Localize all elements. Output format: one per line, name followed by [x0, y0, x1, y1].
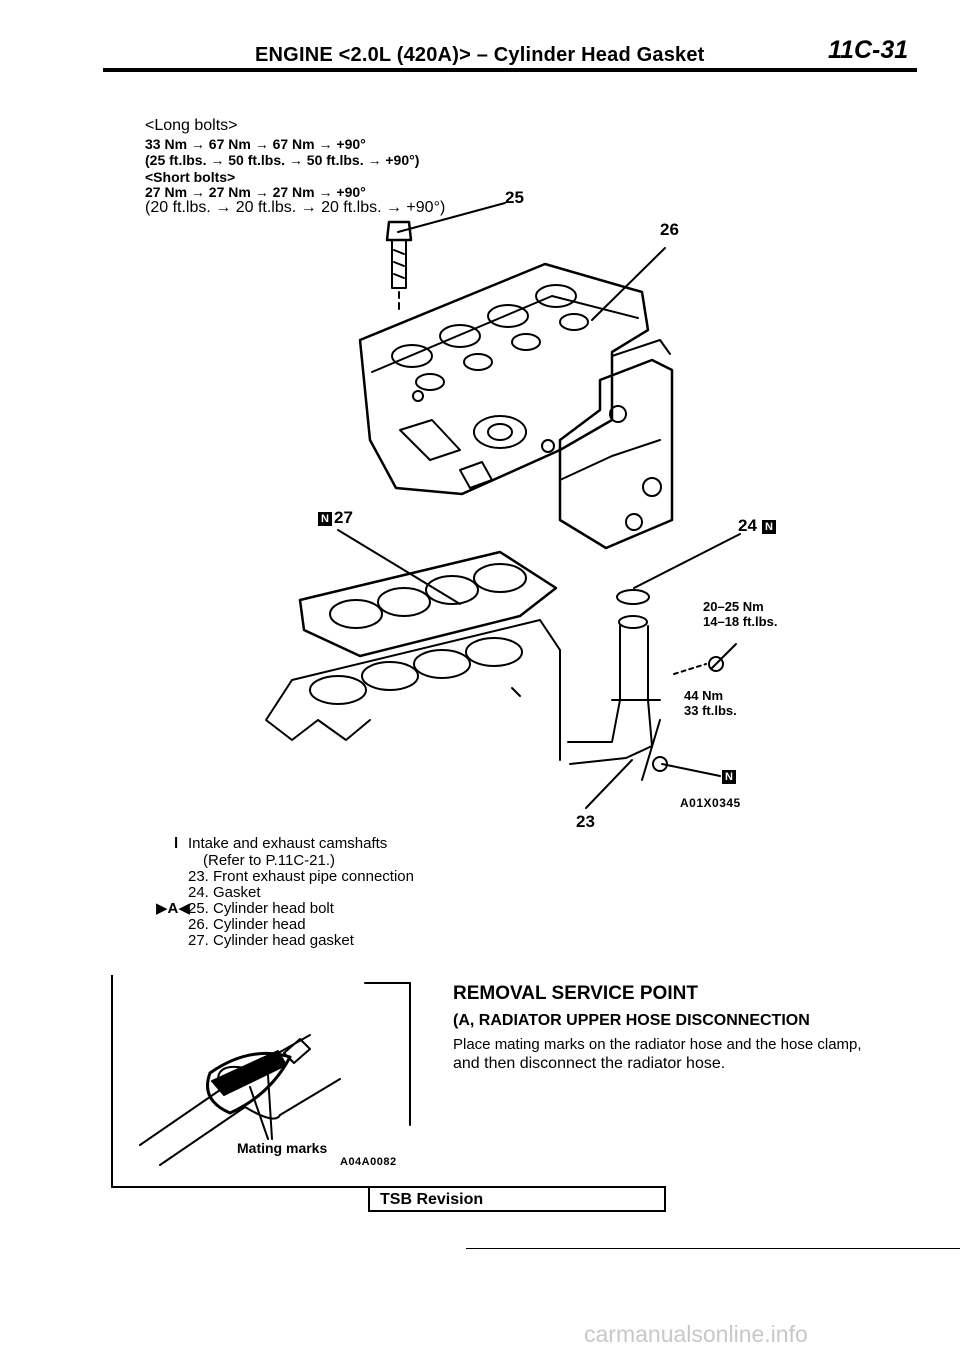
- short-bolts-ftlbs: (20 ft.lbs. → 20 ft.lbs. → 20 ft.lbs. → …: [145, 199, 446, 216]
- leader-23: [585, 759, 633, 809]
- head-bolt-shape: [385, 220, 413, 311]
- legend-item-25: 25. Cylinder head bolt: [188, 900, 334, 917]
- watermark: carmanualsonline.info: [584, 1321, 808, 1347]
- short-bolts-label: <Short bolts>: [145, 169, 236, 185]
- head-gasket-shape: [298, 550, 558, 658]
- new-part-badge-nut: N: [722, 770, 736, 784]
- bolt-torque-ftlbs: 33 ft.lbs.: [684, 703, 737, 718]
- service-point-subheading: (A, RADIATOR UPPER HOSE DISCONNECTION: [453, 1012, 810, 1029]
- legend-item-26: 26. Cylinder head: [188, 916, 306, 933]
- leader-26: [591, 247, 666, 321]
- service-point-text-line2: and then disconnect the radiator hose.: [453, 1055, 726, 1072]
- legend-item-camshafts: Intake and exhaust camshafts: [188, 835, 388, 852]
- legend-marker-a: ▶A◀: [156, 900, 190, 917]
- leader-25: [397, 202, 506, 233]
- long-bolts-ftlbs: (25 ft.lbs. → 50 ft.lbs. → 50 ft.lbs. → …: [145, 152, 420, 168]
- callout-24: 24: [738, 516, 757, 535]
- figure-code-detail: A04A0082: [340, 1156, 397, 1168]
- new-part-badge-27: N: [318, 512, 332, 526]
- tsb-revision-label: TSB Revision: [380, 1191, 484, 1208]
- cylinder-head-exploded-diagram: [265, 202, 741, 809]
- page-number: 11C-31: [828, 36, 909, 64]
- bolt-torque-nm: 44 Nm: [684, 688, 724, 703]
- pipe-torque-ftlbs: 14–18 ft.lbs.: [703, 614, 778, 629]
- figure-code-main: A01X0345: [680, 796, 741, 810]
- service-point-heading: REMOVAL SERVICE POINT: [453, 983, 698, 1004]
- header-rule: [103, 68, 917, 72]
- callout-25: 25: [505, 188, 524, 207]
- leader-24: [633, 533, 741, 589]
- page-title: ENGINE <2.0L (420A)> – Cylinder Head Gas…: [255, 44, 705, 66]
- callout-26: 26: [660, 220, 679, 239]
- callout-27: 27: [334, 508, 353, 527]
- mating-marks-label: Mating marks: [237, 1140, 328, 1156]
- legend-item-23: 23. Front exhaust pipe connection: [188, 868, 414, 885]
- intake-manifold-shape: [541, 339, 674, 550]
- legend-item-27: 27. Cylinder head gasket: [188, 932, 354, 949]
- callout-23: 23: [576, 812, 595, 831]
- long-bolts-nm: 33 Nm → 67 Nm → 67 Nm → +90°: [145, 136, 366, 152]
- new-part-badge-24: N: [762, 520, 776, 534]
- footer-rule: [466, 1248, 960, 1249]
- engine-block-shape: [265, 619, 561, 761]
- hose-mating-marks-diagram: [111, 975, 411, 1188]
- service-point-text-line1: Place mating marks on the radiator hose …: [453, 1036, 862, 1053]
- legend-item-camshafts-ref: (Refer to P.11C-21.): [203, 852, 336, 869]
- long-bolts-label: <Long bolts>: [145, 117, 238, 134]
- short-bolts-nm: 27 Nm → 27 Nm → 27 Nm → +90°: [145, 184, 366, 200]
- pipe-torque-nm: 20–25 Nm: [703, 599, 764, 614]
- tsb-revision-box: TSB Revision: [368, 1186, 666, 1212]
- leader-27: [337, 529, 461, 605]
- exhaust-pipe-shape: [567, 589, 724, 772]
- legend-bullet: l: [174, 835, 179, 852]
- legend-item-24: 24. Gasket: [188, 884, 261, 901]
